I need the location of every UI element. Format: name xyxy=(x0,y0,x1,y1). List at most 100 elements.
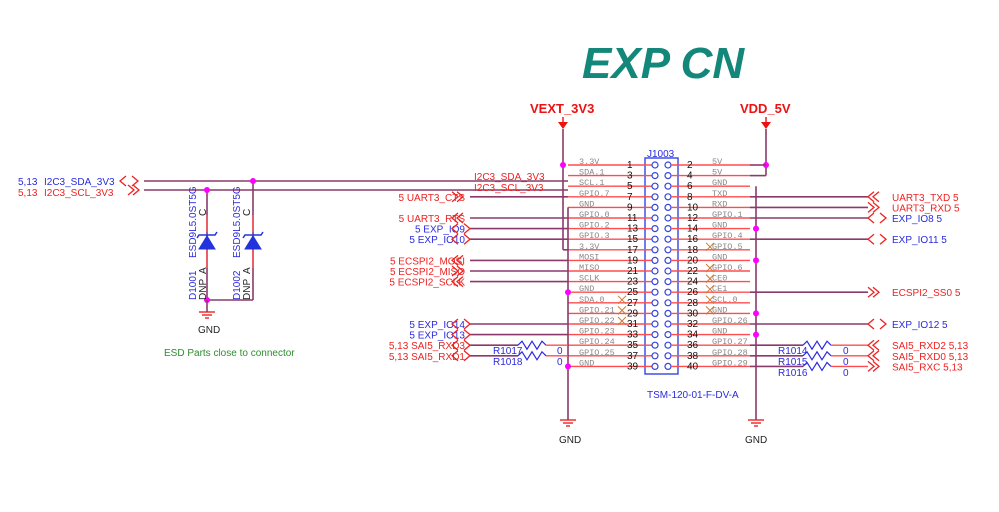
pin-name-left: SCL.1 xyxy=(579,178,605,188)
pin-number-right: 4 xyxy=(687,171,693,182)
pin-number-left: 39 xyxy=(627,361,639,372)
tvs-diode-icon xyxy=(198,235,216,250)
diode-d1002-anode: A xyxy=(242,267,253,274)
pin-name-left: GPIO.21 xyxy=(579,305,615,315)
sheet-title: EXP CN xyxy=(582,39,745,88)
resistor-r1016-value: 0 xyxy=(843,368,849,379)
pin-number-right: 16 xyxy=(687,234,699,245)
pin-socket xyxy=(651,203,659,211)
pin-number-right: 18 xyxy=(687,245,699,256)
pin-socket xyxy=(651,193,659,201)
pin-number-left: 19 xyxy=(627,255,639,266)
resistor-icon xyxy=(802,350,832,361)
pin-name-right: GND xyxy=(712,305,727,315)
junction-dot xyxy=(753,331,759,338)
pin-socket xyxy=(664,341,672,349)
pin-number-right: 38 xyxy=(687,351,699,362)
pin-socket xyxy=(664,203,672,211)
pin-socket xyxy=(664,288,672,296)
offpage-connector-icon xyxy=(866,212,888,224)
pin-name-right: GPIO.29 xyxy=(712,358,748,368)
pin-number-left: 11 xyxy=(627,213,638,224)
resistor-icon xyxy=(802,361,832,372)
pin-number-left: 1 xyxy=(627,160,633,171)
pin-number-right: 40 xyxy=(687,361,699,372)
pin-socket xyxy=(664,182,672,190)
net-label: 5,13 SAI5_RXD1 xyxy=(389,352,466,363)
net-label: EXP_IO12 5 xyxy=(892,320,948,331)
power-arrow-icon xyxy=(761,117,771,129)
resistor-r1015-ref: R1015 xyxy=(778,357,808,368)
pin-number-right: 14 xyxy=(687,224,699,235)
resistor-icon xyxy=(517,340,547,351)
offpage-connector-icon xyxy=(866,191,880,203)
pin-number-left: 7 xyxy=(627,192,633,203)
pin-socket xyxy=(651,235,659,243)
pin-name-right: GPIO.6 xyxy=(712,263,743,273)
resistor-r1014-ref: R1014 xyxy=(778,346,808,357)
tvs-diode-icon xyxy=(196,231,218,239)
offpage-connector-icon xyxy=(450,212,464,224)
offpage-connector-icon xyxy=(127,184,141,196)
diode-d1002-dnp: DNP xyxy=(242,279,253,300)
pin-number-right: 12 xyxy=(687,213,699,224)
offpage-connector-icon xyxy=(867,360,881,372)
pin-socket xyxy=(664,161,672,169)
pin-number-right: 28 xyxy=(687,298,699,309)
pin-socket xyxy=(664,214,672,222)
wire-label-sda: I2C3_SDA_3V3 xyxy=(474,172,545,183)
net-label: EXP_IO11 5 xyxy=(892,235,947,246)
pin-socket xyxy=(664,320,672,328)
offpage-connector-icon xyxy=(451,191,465,203)
diode-d1002-part: ESD9L5.0ST5G xyxy=(232,186,243,258)
resistor-r1017-ref: R1017 xyxy=(493,346,523,357)
pin-name-left: GPIO.23 xyxy=(579,327,615,337)
pin-socket xyxy=(651,352,659,360)
pin-number-left: 15 xyxy=(627,234,639,245)
pin-socket xyxy=(664,225,672,233)
resistor-r1018-value: 0 xyxy=(557,357,563,368)
net-label: SAI5_RXD0 5,13 xyxy=(892,352,969,363)
net-label: 5,13 SAI5_RXD3 xyxy=(389,341,466,352)
pin-name-right: GPIO.26 xyxy=(712,316,748,326)
pin-name-left: GPIO.7 xyxy=(579,189,610,199)
pin-name-right: GND xyxy=(712,221,727,231)
resistor-r1017-value: 0 xyxy=(557,346,563,357)
net-label: 5 EXP_IO9 xyxy=(415,225,465,236)
connector-ref: J1003 xyxy=(647,149,675,160)
offpage-connector-icon xyxy=(866,233,888,245)
pin-socket xyxy=(651,246,659,254)
pin-socket xyxy=(651,288,659,296)
junction-dot xyxy=(565,289,571,296)
junction-dot xyxy=(753,310,759,317)
pin-name-right: 5V xyxy=(712,168,723,178)
pin-socket xyxy=(651,362,659,370)
diode-d1002-cathode: C xyxy=(242,209,253,216)
pin-name-left: SDA.1 xyxy=(579,168,605,178)
wire-label-scl: I2C3_SCL_3V3 xyxy=(474,183,544,194)
pin-name-left: GND xyxy=(579,199,594,209)
no-connect-icon xyxy=(705,284,715,294)
pin-number-left: 23 xyxy=(627,277,639,288)
pin-name-right: GPIO.27 xyxy=(712,337,748,347)
pin-name-right: CE0 xyxy=(712,274,727,284)
pin-name-right: RXD xyxy=(712,199,727,209)
pin-number-left: 3 xyxy=(627,171,633,182)
pin-name-left: GPIO.0 xyxy=(579,210,610,220)
diode-d1001-anode: A xyxy=(198,267,209,274)
offpage-connector-icon xyxy=(450,350,472,362)
offpage-connector-icon xyxy=(450,339,472,351)
resistor-r1014-value: 0 xyxy=(843,346,849,357)
pin-number-right: 22 xyxy=(687,266,699,277)
no-connect-icon xyxy=(705,295,715,305)
pin-number-right: 30 xyxy=(687,308,699,319)
pin-socket xyxy=(651,214,659,222)
pin-name-left: GPIO.3 xyxy=(579,231,610,241)
offpage-connector-icon xyxy=(450,318,472,330)
pin-number-right: 32 xyxy=(687,319,699,330)
pin-name-right: SCL.0 xyxy=(712,295,738,305)
no-connect-icon xyxy=(705,274,715,283)
pin-socket xyxy=(664,172,672,180)
offpage-connector-icon xyxy=(450,276,464,288)
pin-name-right: GPIO.5 xyxy=(712,242,743,252)
